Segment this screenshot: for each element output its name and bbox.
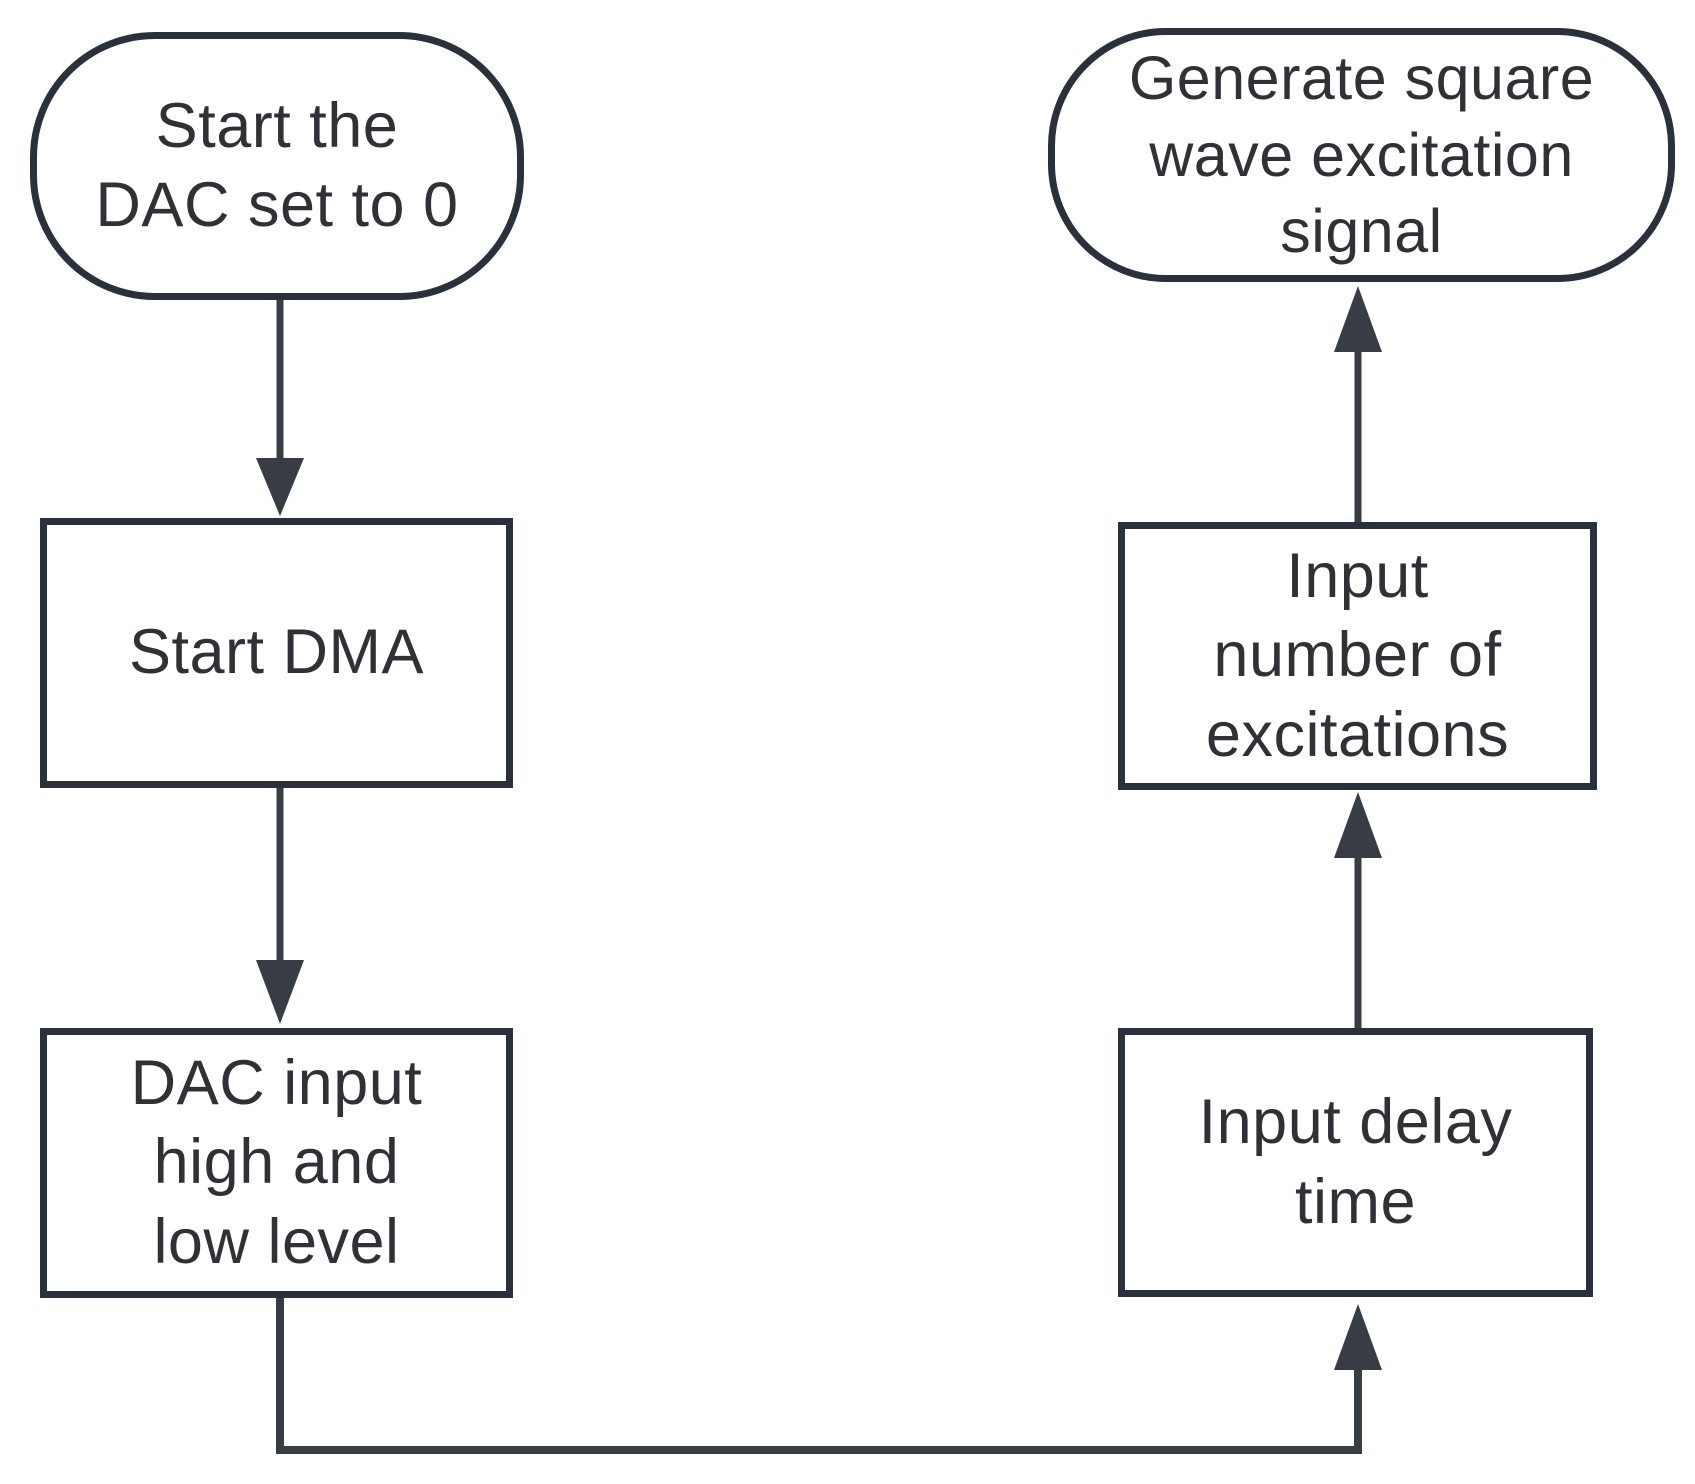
arrow-dac-input-levels-to-input-delay bbox=[276, 1298, 1382, 1454]
arrow-input-delay-to-input-number bbox=[1334, 792, 1382, 1030]
node-dac-input-levels-label: DAC input high and low level bbox=[130, 1047, 423, 1277]
arrow-input-number-to-generate-signal bbox=[1334, 286, 1382, 522]
node-input-number-process: Input number of excitations bbox=[1118, 522, 1597, 790]
node-start-dma-label: Start DMA bbox=[128, 617, 425, 688]
node-generate-signal-label: Generate square wave excitation signal bbox=[1128, 43, 1595, 266]
node-generate-signal-terminal: Generate square wave excitation signal bbox=[1048, 28, 1675, 282]
node-input-delay-label: Input delay time bbox=[1198, 1087, 1513, 1237]
node-start-dac-label: Start the DAC set to 0 bbox=[95, 90, 459, 240]
arrow-start-dma-to-dac-input-levels bbox=[256, 788, 304, 1024]
arrow-start-dac-to-start-dma bbox=[256, 300, 304, 516]
node-input-delay-process: Input delay time bbox=[1118, 1028, 1593, 1297]
node-start-dac-terminal: Start the DAC set to 0 bbox=[30, 32, 524, 300]
node-dac-input-levels-process: DAC input high and low level bbox=[40, 1028, 513, 1298]
node-input-number-label: Input number of excitations bbox=[1205, 540, 1510, 770]
node-start-dma-process: Start DMA bbox=[40, 518, 513, 788]
